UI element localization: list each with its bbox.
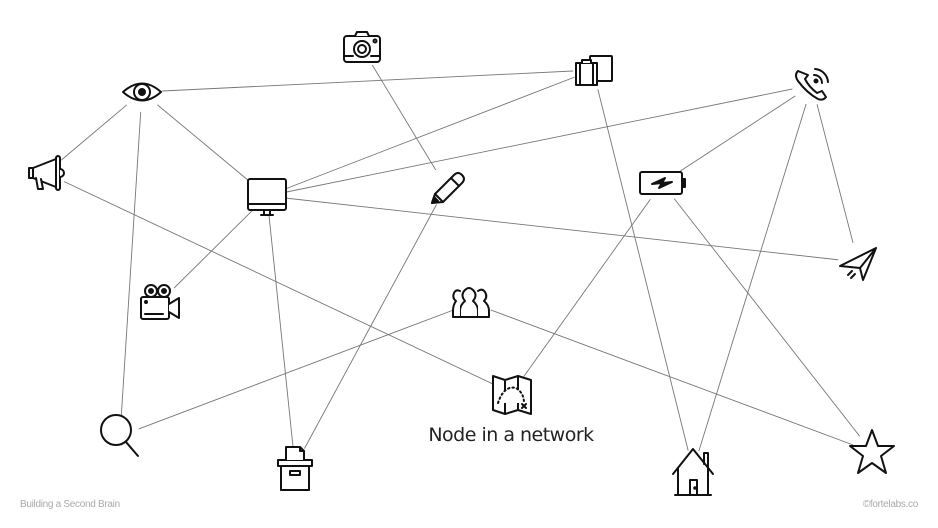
- edge-monitor-briefcase: [266, 69, 594, 197]
- star-icon: [849, 429, 895, 474]
- edge-camera-pencil: [361, 47, 447, 188]
- monitor-icon: [247, 176, 287, 216]
- search-icon: [100, 414, 140, 457]
- footer-brand: Building a Second Brain: [20, 499, 120, 510]
- edge-people-search: [119, 302, 473, 437]
- edge-monitor-filebox: [266, 195, 296, 467]
- video-camera-icon: [140, 282, 180, 322]
- edge-battery-map: [511, 182, 663, 394]
- edge-eye-briefcase: [141, 69, 594, 93]
- edges: [45, 47, 873, 471]
- house-icon: [672, 448, 714, 496]
- nodes: [26, 28, 895, 496]
- edge-eye-search: [119, 91, 143, 437]
- people-icon: [452, 283, 492, 323]
- edge-megaphone-map: [45, 172, 513, 394]
- battery-icon: [639, 163, 686, 203]
- file-box-icon: [275, 446, 315, 491]
- edge-eye-monitor: [141, 91, 268, 197]
- map-icon: [492, 373, 532, 415]
- megaphone-icon: [26, 153, 66, 193]
- edge-monitor-phone: [266, 84, 813, 197]
- edge-phone-plane: [811, 84, 859, 263]
- edge-phone-battery: [661, 84, 813, 184]
- edge-battery-star: [661, 182, 873, 453]
- camera-icon: [342, 28, 382, 68]
- edge-pencil-filebox: [294, 186, 447, 467]
- edge-monitor-videocam: [159, 195, 268, 303]
- phone-icon: [792, 65, 832, 105]
- edge-eye-megaphone: [45, 91, 143, 174]
- eye-icon: [122, 72, 162, 112]
- footer-copyright: ©fortelabs.co: [862, 499, 918, 510]
- edge-people-star: [471, 302, 873, 453]
- edge-phone-house: [692, 84, 813, 471]
- briefcase-icon: [573, 50, 613, 90]
- edge-briefcase-house: [592, 69, 694, 471]
- caption: Node in a network: [428, 424, 594, 446]
- pencil-icon: [426, 167, 466, 207]
- paper-plane-icon: [838, 242, 878, 282]
- edge-monitor-plane: [266, 195, 859, 263]
